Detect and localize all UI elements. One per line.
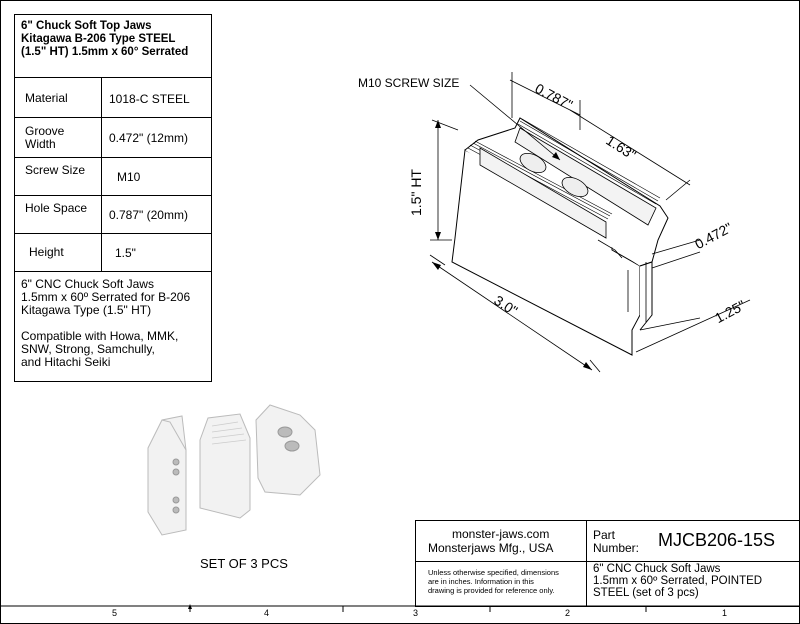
- spec-divider: [101, 77, 102, 271]
- reference-note: Unless otherwise specified, dimensions a…: [428, 568, 559, 595]
- part-number: MJCB206-15S: [658, 530, 776, 550]
- company-name: Monsterjaws Mfg., USA: [428, 541, 554, 555]
- spec-table: 6" Chuck Soft Top Jaws Kitagawa B-206 Ty…: [14, 14, 212, 382]
- spec-row-hole-space: Hole Space 0.787" (20mm): [15, 195, 211, 234]
- spec-value: 0.787" (20mm): [109, 208, 188, 222]
- company-website: monster-jaws.com: [452, 527, 550, 541]
- zone-label: 3: [413, 608, 419, 618]
- title-line-3: (1.5" HT) 1.5mm x 60° Serrated: [21, 46, 189, 58]
- zone-label: 5: [112, 608, 118, 618]
- spec-label: Material: [25, 91, 68, 105]
- spec-row-height: Height 1.5": [15, 233, 211, 272]
- spec-row-material: Material 1018-C STEEL: [15, 77, 211, 118]
- dimension-lines: [429, 72, 751, 373]
- spec-value: 0.472" (12mm): [109, 131, 188, 145]
- part-label: Part: [593, 528, 616, 542]
- zone-label: 1: [722, 608, 728, 618]
- jaw-top-face: [464, 117, 669, 267]
- height-dimension: 1.5" HT: [408, 169, 424, 216]
- zone-label: 2: [565, 608, 571, 618]
- spec-label: Hole Space: [25, 201, 88, 215]
- title-line-2: Kitagawa B-206 Type STEEL: [21, 33, 176, 45]
- description-line: 1.5mm x 60º Serrated for B-206: [21, 290, 191, 304]
- spec-title: 6" Chuck Soft Top Jaws Kitagawa B-206 Ty…: [21, 20, 211, 59]
- spec-value: 1.5": [115, 246, 136, 260]
- screw-hole-2: [561, 176, 589, 198]
- part-description: 6" CNC Chuck Soft Jaws 1.5mm x 60º Serra…: [593, 563, 763, 599]
- set-label: SET OF 3 PCS: [200, 556, 288, 571]
- description-line: and Hitachi Seiki: [21, 355, 111, 369]
- spec-row-groove-width: Groove Width 0.472" (12mm): [15, 117, 211, 158]
- spec-label: Height: [29, 245, 64, 259]
- part-label: Number:: [593, 541, 640, 555]
- title-line-1: 6" Chuck Soft Top Jaws: [21, 20, 152, 32]
- spec-row-screw-size: Screw Size M10: [15, 157, 211, 196]
- description-line: SNW, Strong, Samchully,: [21, 342, 155, 356]
- description-line: Kitagawa Type (1.5" HT): [21, 303, 152, 317]
- description-line: Compatible with Howa, MMK,: [21, 329, 179, 343]
- spec-label: Screw Size: [25, 163, 86, 177]
- jaw-set-illustration: [147, 404, 321, 536]
- screw-hole-1: [519, 152, 547, 174]
- description-line: 6" CNC Chuck Soft Jaws: [21, 277, 154, 291]
- spec-value: 1018-C STEEL: [109, 92, 190, 106]
- spec-label: Groove Width: [25, 124, 65, 151]
- screw-size-callout: M10 SCREW SIZE: [358, 76, 460, 90]
- spec-description: 6" CNC Chuck Soft Jaws 1.5mm x 60º Serra…: [15, 271, 211, 382]
- spec-value: M10: [117, 170, 141, 184]
- zone-label: 4: [264, 608, 270, 618]
